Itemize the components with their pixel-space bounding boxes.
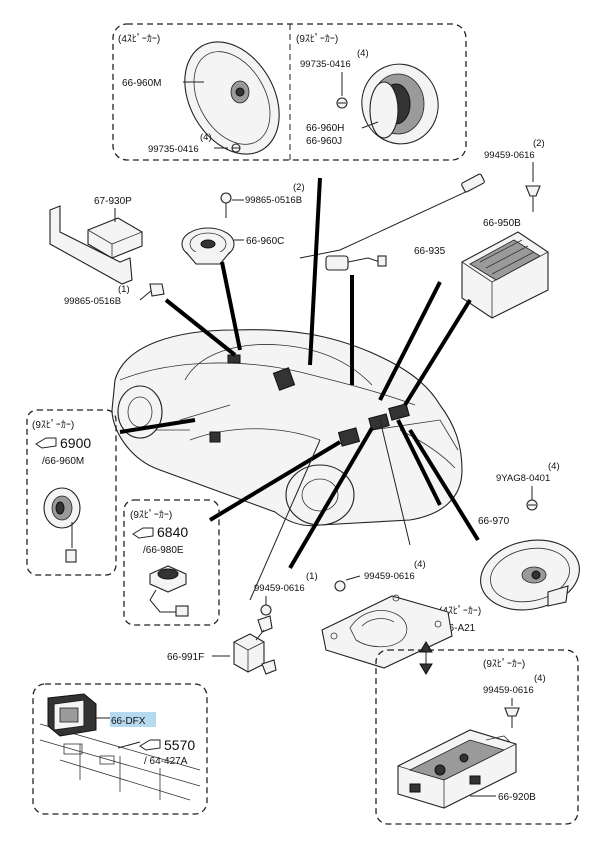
ref-64-427A: / 64-427A bbox=[144, 756, 188, 767]
qty-99865-0516B-a: (2) bbox=[293, 182, 305, 193]
label-66-991F: 66-991F bbox=[167, 652, 204, 663]
ref-5570: 5570 bbox=[164, 737, 195, 753]
qty-99459-0616-b: (1) bbox=[306, 571, 318, 582]
label-66-970: 66-970 bbox=[478, 516, 510, 527]
antenna-cable-66-935[interactable] bbox=[299, 173, 485, 271]
ref-66-960M-left: /66-960M bbox=[42, 456, 84, 467]
qty-99459-0616-d: (4) bbox=[534, 673, 546, 684]
switch-66-DFX[interactable] bbox=[47, 693, 97, 737]
ref-6900: 6900 bbox=[60, 435, 91, 451]
tweeter-speaker-66-960H[interactable] bbox=[353, 56, 447, 153]
bolt-icon bbox=[260, 596, 272, 616]
qty-99865-0516B-b: (1) bbox=[118, 284, 130, 295]
group-label-9-speaker-top: (9ｽﾋﾟｰｶｰ) bbox=[296, 33, 338, 45]
top-speaker-group: (4ｽﾋﾟｰｶｰ) (9ｽﾋﾟｰｶｰ) 66-960M (4) 99735-04… bbox=[112, 23, 467, 171]
qty-99735-0416-b: (4) bbox=[357, 48, 369, 59]
label-66-960J: 66-960J bbox=[306, 136, 342, 147]
label-66-950B: 66-950B bbox=[483, 218, 521, 229]
reference-hand-icon bbox=[35, 437, 57, 449]
small-speaker-66-960C[interactable] bbox=[181, 227, 235, 265]
qty-99735-0416-a: (4) bbox=[200, 132, 212, 143]
bottom-left-group: 66-DFX 5570 / 64-427A bbox=[32, 683, 208, 815]
label-99459-0616-a: 99459-0616 bbox=[484, 150, 535, 161]
label-99459-0616-d: 99459-0616 bbox=[483, 685, 534, 696]
center-speaker-group: (9ｽﾋﾟｰｶｰ) 6840 /66-980E bbox=[123, 499, 220, 626]
label-9YAG8-0401: 9YAG8-0401 bbox=[496, 473, 550, 484]
amplifier-66-950B[interactable] bbox=[461, 231, 549, 319]
label-99865-0516B-b: 99865-0516B bbox=[64, 296, 121, 307]
oval-speaker-66-960M[interactable] bbox=[166, 25, 299, 171]
label-99459-0616-c: 99459-0616 bbox=[364, 571, 415, 582]
label-66-960M: 66-960M bbox=[122, 78, 161, 89]
amplifier-66-920B[interactable] bbox=[397, 729, 517, 809]
pointer-lines bbox=[119, 177, 480, 601]
bolt-icon bbox=[504, 707, 520, 728]
bolt-icon bbox=[139, 283, 165, 301]
qty-99459-0616-a: (2) bbox=[533, 138, 545, 149]
group-label-9-speaker-left: (9ｽﾋﾟｰｶｰ) bbox=[32, 419, 74, 431]
connector-66-991F[interactable] bbox=[233, 615, 277, 675]
reference-hand-icon bbox=[139, 739, 161, 751]
bolt-icon bbox=[525, 162, 541, 212]
screw-icon bbox=[526, 486, 538, 511]
screw-icon bbox=[214, 143, 241, 153]
label-66-935: 66-935 bbox=[414, 246, 446, 257]
ref-6840: 6840 bbox=[157, 524, 188, 540]
vehicle-outline bbox=[111, 329, 463, 527]
group-label-9-speaker-bottom: (9ｽﾋﾟｰｶｰ) bbox=[483, 658, 525, 670]
label-66-960C: 66-960C bbox=[246, 236, 284, 247]
label-99865-0516B-a: 99865-0516B bbox=[245, 195, 302, 206]
group-label-4-speaker-right: (4ｽﾋﾟｰｶｰ) bbox=[439, 605, 481, 617]
ref-66-980E: /66-980E bbox=[143, 545, 184, 556]
label-67-930P: 67-930P bbox=[94, 196, 132, 207]
left-speaker-group: (9ｽﾋﾟｰｶｰ) 6900 /66-960M bbox=[26, 409, 117, 576]
group-label-9-speaker-mid: (9ｽﾋﾟｰｶｰ) bbox=[130, 509, 172, 521]
label-99735-0416-a: 99735-0416 bbox=[148, 144, 199, 155]
bolt-icon bbox=[220, 192, 244, 218]
highlight-66-DFX bbox=[110, 712, 156, 727]
label-99459-0616-b: 99459-0616 bbox=[254, 583, 305, 594]
qty-9YAG8-0401: (4) bbox=[548, 461, 560, 472]
bottom-right-group: (9ｽﾋﾟｰｶｰ) (4) 99459-0616 66-920B bbox=[375, 649, 579, 825]
label-66-920B: 66-920B bbox=[498, 792, 536, 803]
label-66-DFX[interactable]: 66-DFX bbox=[111, 716, 146, 727]
bolt-icon bbox=[334, 575, 361, 592]
module-67-930P[interactable] bbox=[49, 205, 143, 285]
bracket-66-A21[interactable] bbox=[321, 594, 453, 669]
label-66-A21: 66-A21 bbox=[443, 623, 476, 634]
qty-99459-0616-c: (4) bbox=[414, 559, 426, 570]
screw-icon bbox=[336, 97, 348, 109]
oval-speaker-66-970[interactable] bbox=[474, 531, 586, 618]
speaker-6900[interactable] bbox=[43, 487, 81, 563]
label-99735-0416-b: 99735-0416 bbox=[300, 59, 351, 70]
label-66-960H: 66-960H bbox=[306, 123, 344, 134]
speaker-6840[interactable] bbox=[149, 565, 189, 617]
group-label-4-speaker-top: (4ｽﾋﾟｰｶｰ) bbox=[118, 33, 160, 45]
reference-hand-icon bbox=[132, 527, 154, 539]
